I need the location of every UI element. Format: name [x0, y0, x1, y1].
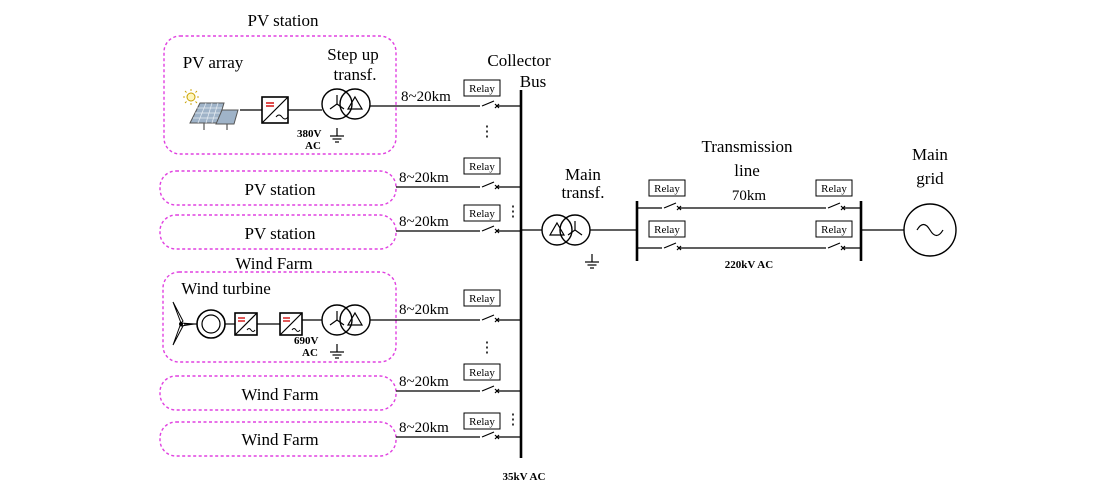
breaker-icon[interactable] [481, 314, 500, 323]
feeder-length: 8~20km [399, 374, 449, 390]
breaker-icon[interactable] [481, 431, 500, 440]
relay-box[interactable]: Relay [463, 412, 501, 430]
svg-text:Relay: Relay [469, 208, 495, 220]
breaker-icon[interactable] [663, 242, 682, 251]
pv-array-label: PV array [183, 53, 244, 72]
feeder-length: 8~20km [399, 420, 449, 436]
pv-station-label: PV station [244, 224, 316, 243]
svg-text:Relay: Relay [469, 161, 495, 173]
collector-label-1: Collector [487, 51, 551, 70]
solar-panel-icon [189, 102, 239, 130]
main-transf-label-1: Main [565, 165, 601, 184]
line-voltage-label: 220kV AC [725, 259, 773, 271]
wind-farm-label: Wind Farm [241, 430, 318, 449]
feeder-5: 8~20km Relay [396, 363, 521, 394]
step-up-label-2: transf. [334, 65, 377, 84]
bus-voltage-label: 35kV AC [503, 471, 546, 483]
converter-icon [234, 312, 258, 336]
main-grid-label-2: grid [916, 169, 944, 188]
wind-turbine-label: Wind turbine [181, 279, 271, 298]
relay-box[interactable]: Relay [648, 179, 686, 197]
collector-label-2: Bus [520, 72, 546, 91]
svg-text:Relay: Relay [821, 183, 847, 195]
relay-box[interactable]: Relay [648, 220, 686, 238]
svg-text:Relay: Relay [469, 367, 495, 379]
feeder-6: 8~20km Relay ⋮ [396, 412, 521, 440]
svg-text:Relay: Relay [654, 224, 680, 236]
relay-box[interactable]: Relay [463, 79, 501, 97]
feeder-length: 8~20km [399, 170, 449, 186]
feeder-length: 8~20km [401, 89, 451, 105]
breaker-icon[interactable] [481, 385, 500, 394]
ellipsis: ⋮ [506, 204, 521, 220]
wind-ac-label: AC [302, 347, 318, 359]
pv-station-frame [159, 170, 397, 206]
wind-farm-frame [159, 421, 397, 457]
relay-box[interactable]: Relay [463, 204, 501, 222]
relay-box[interactable]: Relay [815, 220, 853, 238]
wind-farm-frame [159, 375, 397, 411]
transmission-circuit-2: Relay Relay [637, 220, 861, 251]
ground-icon [329, 343, 345, 359]
breaker-icon[interactable] [481, 181, 500, 190]
pv-voltage-label: 380V [297, 128, 322, 140]
transmission-label-2: line [734, 161, 760, 180]
pv-station-title: PV station [247, 11, 319, 30]
converter-icon [279, 312, 303, 336]
transmission-circuit-1: Relay Relay [637, 179, 861, 211]
converter-icon [261, 96, 289, 124]
relay-box[interactable]: Relay [463, 363, 501, 381]
svg-text:Relay: Relay [469, 293, 495, 305]
breaker-icon[interactable] [481, 100, 500, 109]
breaker-icon[interactable] [481, 225, 500, 234]
svg-text:Relay: Relay [821, 224, 847, 236]
pv-station-frame [163, 35, 397, 155]
ellipsis: ⋮ [480, 124, 495, 140]
feeder-2: 8~20km Relay [396, 157, 521, 190]
wind-turbine-icon [172, 301, 195, 346]
svg-text:Relay: Relay [469, 83, 495, 95]
relay-box[interactable]: Relay [815, 179, 853, 197]
breaker-icon[interactable] [663, 202, 682, 211]
wind-voltage-label: 690V [294, 335, 319, 347]
ground-icon [584, 253, 600, 269]
line-length-label: 70km [732, 188, 767, 204]
pv-station-frame [159, 214, 397, 250]
transformer-icon [541, 214, 591, 246]
sun-icon [183, 89, 199, 105]
svg-text:Relay: Relay [469, 416, 495, 428]
feeder-length: 8~20km [399, 302, 449, 318]
wind-farm-frame [162, 271, 397, 363]
feeder-4: 8~20km Relay ⋮ [370, 289, 521, 356]
transformer-icon [321, 88, 371, 120]
wind-farm-title: Wind Farm [235, 254, 312, 273]
feeder-3: 8~20km Relay ⋮ [396, 204, 521, 234]
transmission-label-1: Transmission [701, 137, 793, 156]
feeder-1: 8~20km Relay ⋮ [370, 79, 521, 140]
relay-box[interactable]: Relay [463, 157, 501, 175]
breaker-icon[interactable] [827, 202, 846, 211]
wind-farm-label: Wind Farm [241, 385, 318, 404]
main-transf-label-2: transf. [562, 183, 605, 202]
relay-box[interactable]: Relay [463, 289, 501, 307]
svg-text:Relay: Relay [654, 183, 680, 195]
main-grid-label-1: Main [912, 145, 948, 164]
breaker-icon[interactable] [827, 242, 846, 251]
pv-ac-label: AC [305, 140, 321, 152]
ac-source-icon [903, 203, 957, 257]
transformer-icon [321, 304, 371, 336]
pv-station-label: PV station [244, 180, 316, 199]
ellipsis: ⋮ [480, 340, 495, 356]
ground-icon [329, 127, 345, 143]
generator-icon [196, 309, 226, 339]
ellipsis: ⋮ [506, 412, 521, 428]
step-up-label-1: Step up [327, 45, 378, 64]
feeder-length: 8~20km [399, 214, 449, 230]
